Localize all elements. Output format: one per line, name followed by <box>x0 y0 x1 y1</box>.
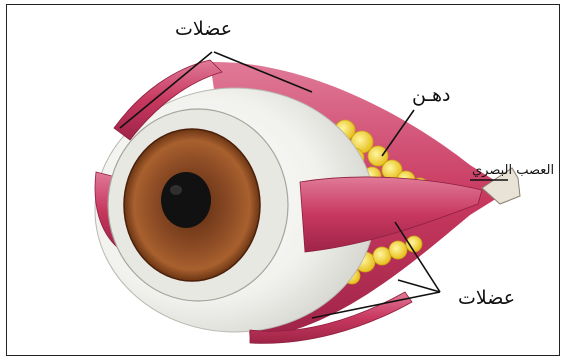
label-optic-nerve: العصب البصري <box>472 163 554 178</box>
label-muscles-top: عضلات <box>175 18 232 40</box>
pupil <box>161 172 211 228</box>
label-muscles-bottom: عضلات <box>458 287 515 309</box>
pupil-highlight <box>170 185 182 195</box>
label-fat: دهـن <box>412 84 451 106</box>
